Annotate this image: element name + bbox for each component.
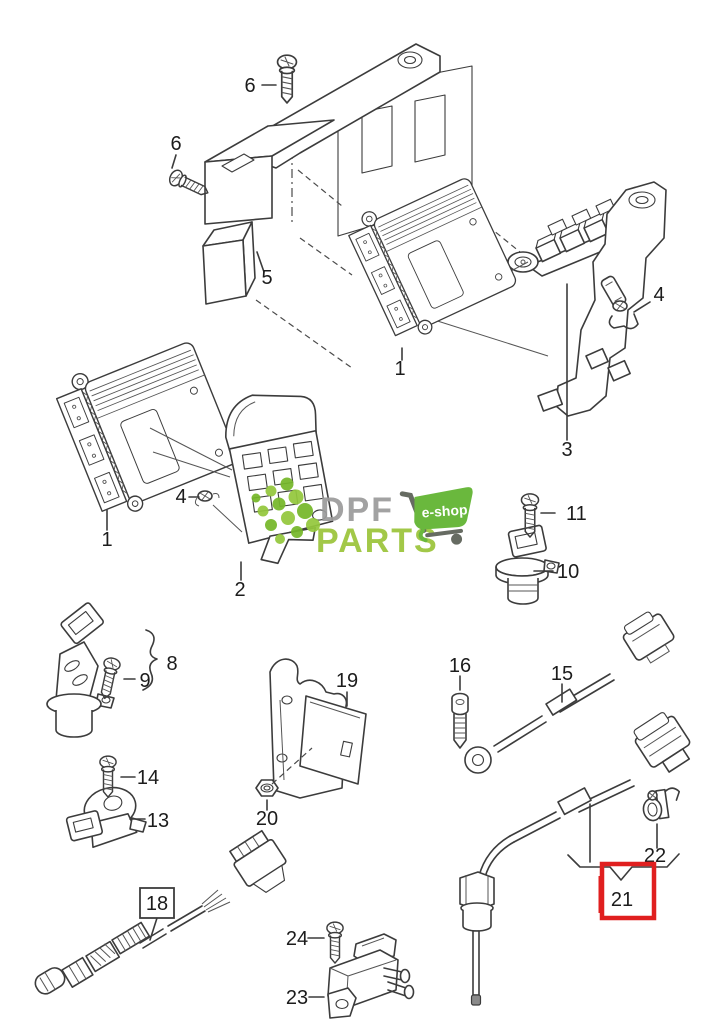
part-label-6-left: 6: [170, 133, 181, 155]
shopping-cart-icon: e-shop: [399, 487, 473, 545]
part-label-5: 5: [261, 267, 272, 289]
part-9-screw: [96, 655, 122, 701]
part-label-10: 10: [557, 561, 579, 583]
part-label-14: 14: [137, 767, 159, 789]
part-label-3: 3: [561, 439, 572, 461]
part-13-sensor: [65, 786, 147, 849]
part-5-bracket: [202, 221, 256, 305]
part-label-6-top: 6: [244, 75, 255, 97]
part-label-4-left: 4: [175, 486, 186, 508]
part-23-pressure-sensor: [327, 933, 415, 1019]
part-19-bracket: [269, 658, 367, 799]
part-label-18: 18: [146, 893, 168, 915]
part-24-screw: [326, 921, 344, 964]
part-label-20: 20: [256, 808, 278, 830]
part-label-19: 19: [336, 670, 358, 692]
part-6-screw-top: [276, 54, 298, 104]
part-label-8: 8: [166, 653, 177, 675]
watermark-badge-label: e-shop: [421, 501, 468, 520]
part-8-sensor: [46, 602, 115, 738]
part-label-16: 16: [449, 655, 471, 677]
part-8-brace: [142, 629, 158, 691]
part-label-21: 21: [611, 889, 633, 911]
part-label-1-top: 1: [394, 358, 405, 380]
part-label-13: 13: [147, 810, 169, 832]
part-15-sensor-cable: [464, 611, 675, 774]
watermark-brand-top: DPF: [320, 491, 394, 529]
part-18-lambda-sensor: [34, 829, 287, 995]
part-4-clip-left: [194, 490, 220, 507]
part-4-clip-right: [608, 300, 639, 330]
part-3-bracket-assembly: [427, 181, 667, 417]
part-10-sensor: [495, 524, 560, 605]
part-label-11: 11: [566, 503, 587, 525]
part-16-bolt: [451, 692, 469, 749]
part-label-2: 2: [234, 579, 245, 601]
part-label-9: 9: [139, 670, 150, 692]
part-label-23: 23: [286, 987, 308, 1009]
span-bracket-21-22: [567, 853, 680, 881]
watermark: DPF PARTS e-shop: [251, 477, 473, 560]
dots-pattern: [251, 477, 320, 544]
part-label-22: 22: [644, 845, 666, 867]
part-20-nut: [255, 779, 279, 797]
part-5-6-mount-assembly: [166, 43, 521, 369]
leader-lines: [106, 84, 651, 998]
watermark-brand-bottom: PARTS: [316, 522, 439, 560]
part-22-clamp: [642, 787, 681, 822]
part-label-24: 24: [286, 928, 308, 950]
part-label-18-box: 18: [139, 887, 175, 919]
highlight-box-part-21: 21: [598, 861, 657, 921]
part-21-egt-sensor: [459, 712, 691, 1006]
part-label-1-bottom: 1: [101, 529, 112, 551]
part-label-4-right: 4: [653, 284, 664, 306]
part-label-15: 15: [551, 663, 573, 685]
